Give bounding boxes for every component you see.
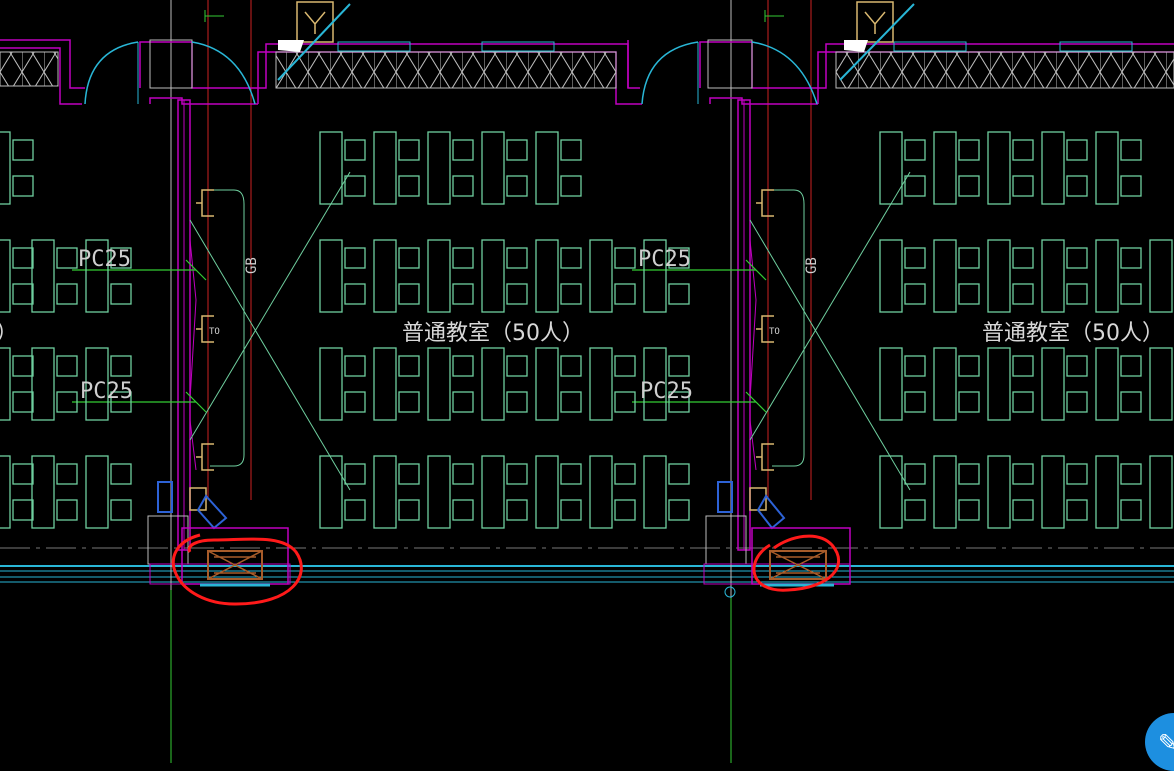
desk-unit	[319, 347, 366, 421]
desk-unit	[933, 347, 980, 421]
bay-right	[627, 0, 1174, 763]
desk-unit	[987, 347, 1034, 421]
desk-unit	[427, 347, 474, 421]
desk-unit	[1149, 455, 1173, 529]
desk-unit	[643, 347, 690, 421]
labels: PC25 PC25 PC25 PC25 GB GB TO TO 普通教室（50人…	[0, 247, 1164, 404]
desk-unit	[427, 455, 474, 529]
desk-unit	[535, 347, 582, 421]
desk-unit	[643, 239, 690, 313]
desk-unit	[481, 239, 528, 313]
room-label-partial: ）	[0, 321, 18, 346]
desk-unit	[31, 455, 78, 529]
desk-unit	[481, 455, 528, 529]
desk-unit	[535, 455, 582, 529]
annotation-circles	[171, 533, 840, 606]
desk-unit	[319, 131, 366, 205]
desk-unit	[535, 131, 582, 205]
equipment-box-right[interactable]	[760, 550, 834, 587]
desk-unit	[373, 455, 420, 529]
desk-unit	[1095, 455, 1142, 529]
desk-unit	[481, 131, 528, 205]
desk-unit	[879, 347, 926, 421]
desk-unit	[1095, 347, 1142, 421]
desk-unit	[85, 239, 132, 313]
desk-unit	[373, 347, 420, 421]
outlet-tag: TO	[209, 327, 220, 337]
desk-unit	[879, 239, 926, 313]
desk-unit	[0, 455, 34, 529]
desk-unit	[427, 131, 474, 205]
desk-unit	[85, 455, 132, 529]
desk-unit	[589, 347, 636, 421]
desk-unit	[933, 239, 980, 313]
desk-unit	[879, 455, 926, 529]
corridor-lines	[0, 547, 1174, 583]
desk-unit	[589, 455, 636, 529]
desk-unit	[589, 239, 636, 313]
room-label: 普通教室（50人）	[402, 321, 584, 346]
desk-unit	[879, 131, 926, 205]
desk-unit	[373, 239, 420, 313]
desk-unit	[427, 239, 474, 313]
desk-unit	[643, 455, 690, 529]
desk-unit	[481, 347, 528, 421]
desk-unit	[1041, 347, 1088, 421]
desk-unit	[987, 131, 1034, 205]
desk-unit	[1095, 131, 1142, 205]
desk-unit	[373, 131, 420, 205]
desk-unit	[0, 131, 34, 205]
conduit-label: PC25	[80, 379, 133, 404]
desk-unit	[1041, 455, 1088, 529]
desk-unit	[1095, 239, 1142, 313]
desk-unit	[0, 347, 34, 421]
outlet-tag: TO	[769, 327, 780, 337]
desk-unit	[933, 131, 980, 205]
desk-unit	[0, 239, 34, 313]
desk-layout	[0, 131, 1173, 529]
feedback-icon: ✎	[1158, 729, 1174, 757]
desk-unit	[1041, 131, 1088, 205]
room-label: 普通教室（50人）	[982, 321, 1164, 346]
desk-unit	[987, 239, 1034, 313]
desk-unit	[1149, 239, 1173, 313]
desk-unit	[31, 239, 78, 313]
desk-unit	[1149, 347, 1173, 421]
desk-unit	[31, 347, 78, 421]
desk-unit	[987, 455, 1034, 529]
desk-unit	[535, 239, 582, 313]
conduit-label: PC25	[640, 379, 693, 404]
desk-unit	[85, 347, 132, 421]
conduit-label: PC25	[78, 247, 131, 272]
desk-unit	[319, 455, 366, 529]
conduit-label: PC25	[638, 247, 691, 272]
vertical-tag: GB	[804, 257, 820, 274]
vertical-tag: GB	[244, 257, 260, 274]
equipment-box-left[interactable]	[200, 550, 270, 587]
desk-unit	[319, 239, 366, 313]
bay-left	[0, 0, 640, 763]
desk-unit	[1041, 239, 1088, 313]
desk-unit	[933, 455, 980, 529]
